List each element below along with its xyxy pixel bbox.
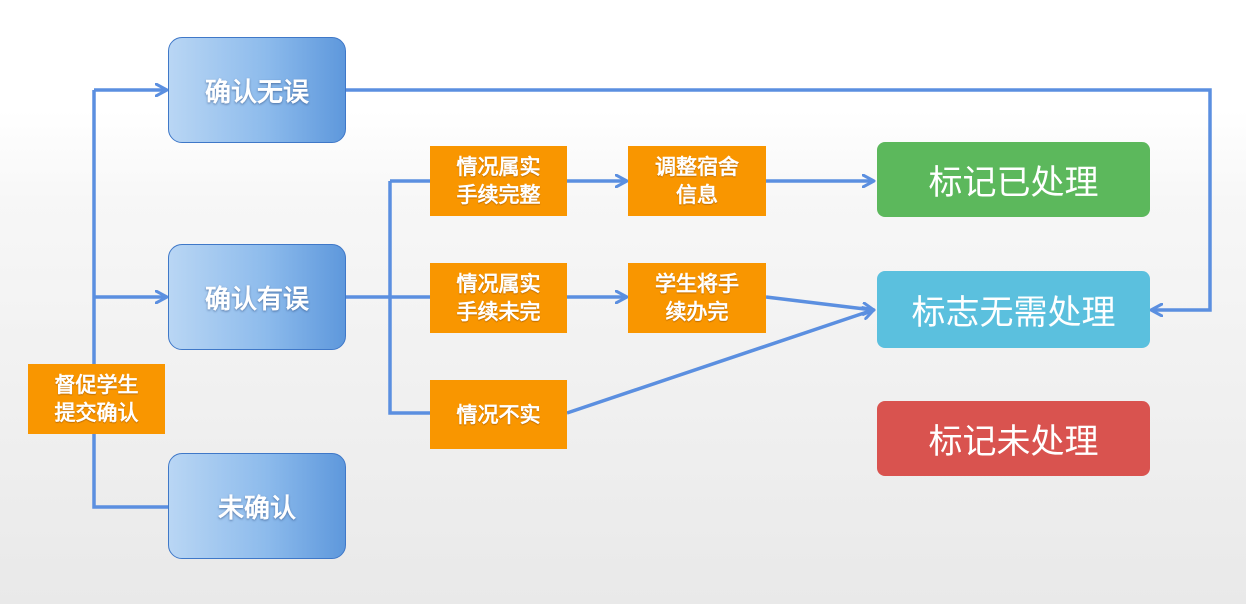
- node-confirm-err[interactable]: 确认有误: [168, 244, 346, 350]
- node-mark-no-need[interactable]: 标志无需处理: [877, 271, 1150, 348]
- node-mark-processed[interactable]: 标记已处理: [877, 142, 1150, 217]
- node-true-complete-label: 情况属实 手续完整: [456, 155, 541, 207]
- node-urge-label: 督促学生 提交确认: [54, 373, 139, 425]
- node-confirm-err-label: 确认有误: [204, 284, 309, 315]
- node-confirm-ok-label: 确认无误: [204, 77, 309, 108]
- trunk-line: [92, 90, 168, 509]
- node-confirm-ok[interactable]: 确认无误: [168, 37, 346, 143]
- node-student-finish-label: 学生将手 续办完: [655, 272, 739, 324]
- node-mark-processed-label: 标记已处理: [928, 163, 1099, 203]
- node-unconfirmed-label: 未确认: [217, 493, 296, 524]
- node-adjust-dorm-label: 调整宿舍 信息: [655, 155, 739, 207]
- node-urge[interactable]: 督促学生 提交确认: [28, 364, 165, 434]
- node-not-true[interactable]: 情况不实: [430, 380, 567, 449]
- node-true-incomplete-label: 情况属实 手续未完: [456, 272, 541, 324]
- node-not-true-label: 情况不实: [456, 402, 541, 427]
- node-mark-unprocessed[interactable]: 标记未处理: [877, 401, 1150, 476]
- node-unconfirmed[interactable]: 未确认: [168, 453, 346, 559]
- arrow-finish-to-no-need: [765, 295, 873, 310]
- arrow-not-true-to-no-need: [566, 310, 873, 415]
- node-student-finish[interactable]: 学生将手 续办完: [628, 263, 766, 333]
- node-true-complete[interactable]: 情况属实 手续完整: [430, 146, 567, 216]
- node-mark-unprocessed-label: 标记未处理: [928, 422, 1099, 462]
- arrow-confirm-ok-to-no-need: [346, 88, 1212, 310]
- branch-trunk: [388, 181, 430, 415]
- node-adjust-dorm[interactable]: 调整宿舍 信息: [628, 146, 766, 216]
- node-mark-no-need-label: 标志无需处理: [911, 293, 1116, 333]
- node-true-incomplete[interactable]: 情况属实 手续未完: [430, 263, 567, 333]
